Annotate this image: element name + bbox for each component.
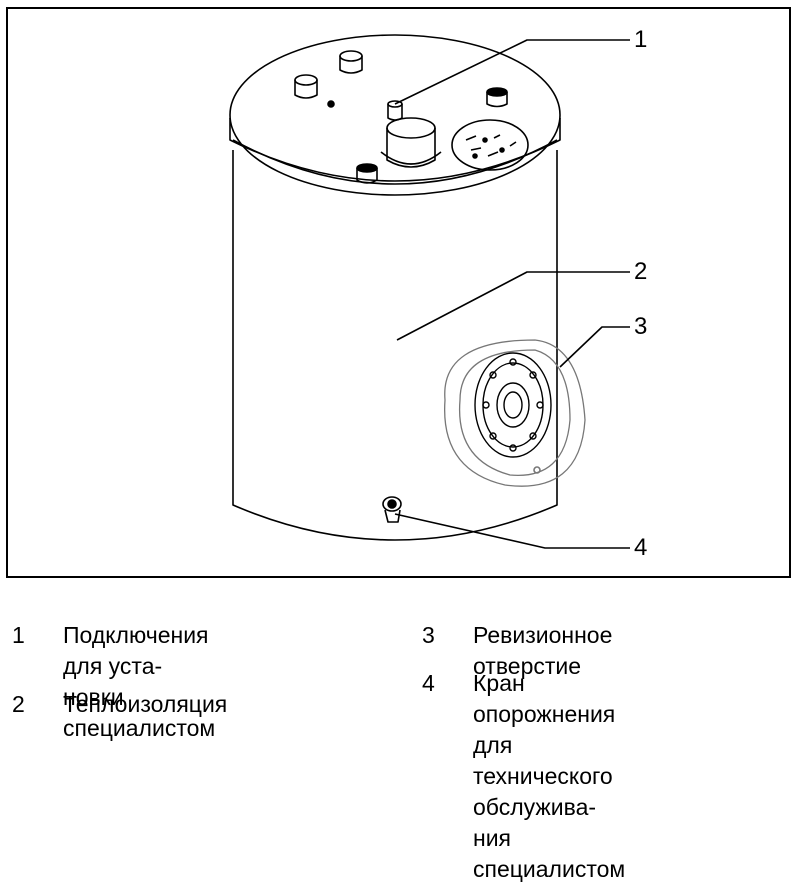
callout-1: 1 xyxy=(634,26,648,53)
leader-line-1 xyxy=(394,39,630,105)
legend-text: Подключения для уста- новки специалистом xyxy=(63,622,216,741)
water-heater-illustration xyxy=(229,34,630,549)
legend-text: Теплоизоляция xyxy=(63,691,228,717)
legend-number: 2 xyxy=(12,691,25,717)
legend-number: 3 xyxy=(422,622,435,648)
callout-2: 2 xyxy=(634,258,648,285)
callout-3: 3 xyxy=(634,313,648,340)
legend-number: 1 xyxy=(12,622,25,648)
flange-small-hole xyxy=(533,466,541,474)
top-central-dome xyxy=(380,117,442,168)
tank-lid xyxy=(229,34,561,196)
callout-4: 4 xyxy=(634,534,648,561)
electrical-connector-plate xyxy=(451,119,529,171)
leader-line-2 xyxy=(396,271,630,341)
top-fitting-front xyxy=(356,163,378,184)
inspection-opening xyxy=(444,339,586,487)
top-fitting-right xyxy=(486,87,508,108)
top-fitting-back xyxy=(339,50,363,74)
top-fitting-left xyxy=(294,74,318,99)
top-small-hole xyxy=(327,100,335,108)
legend-number: 4 xyxy=(422,670,435,696)
legend-text: Кран опорожнения для технического обслуж… xyxy=(473,670,626,882)
tank-body xyxy=(232,150,558,541)
leader-line-4 xyxy=(394,513,630,549)
drain-valve xyxy=(382,496,402,523)
figure-frame xyxy=(6,7,791,578)
flange-cover xyxy=(474,352,552,458)
leader-line-3 xyxy=(559,326,630,368)
legend-text: Ревизионное отверстие xyxy=(473,622,613,679)
